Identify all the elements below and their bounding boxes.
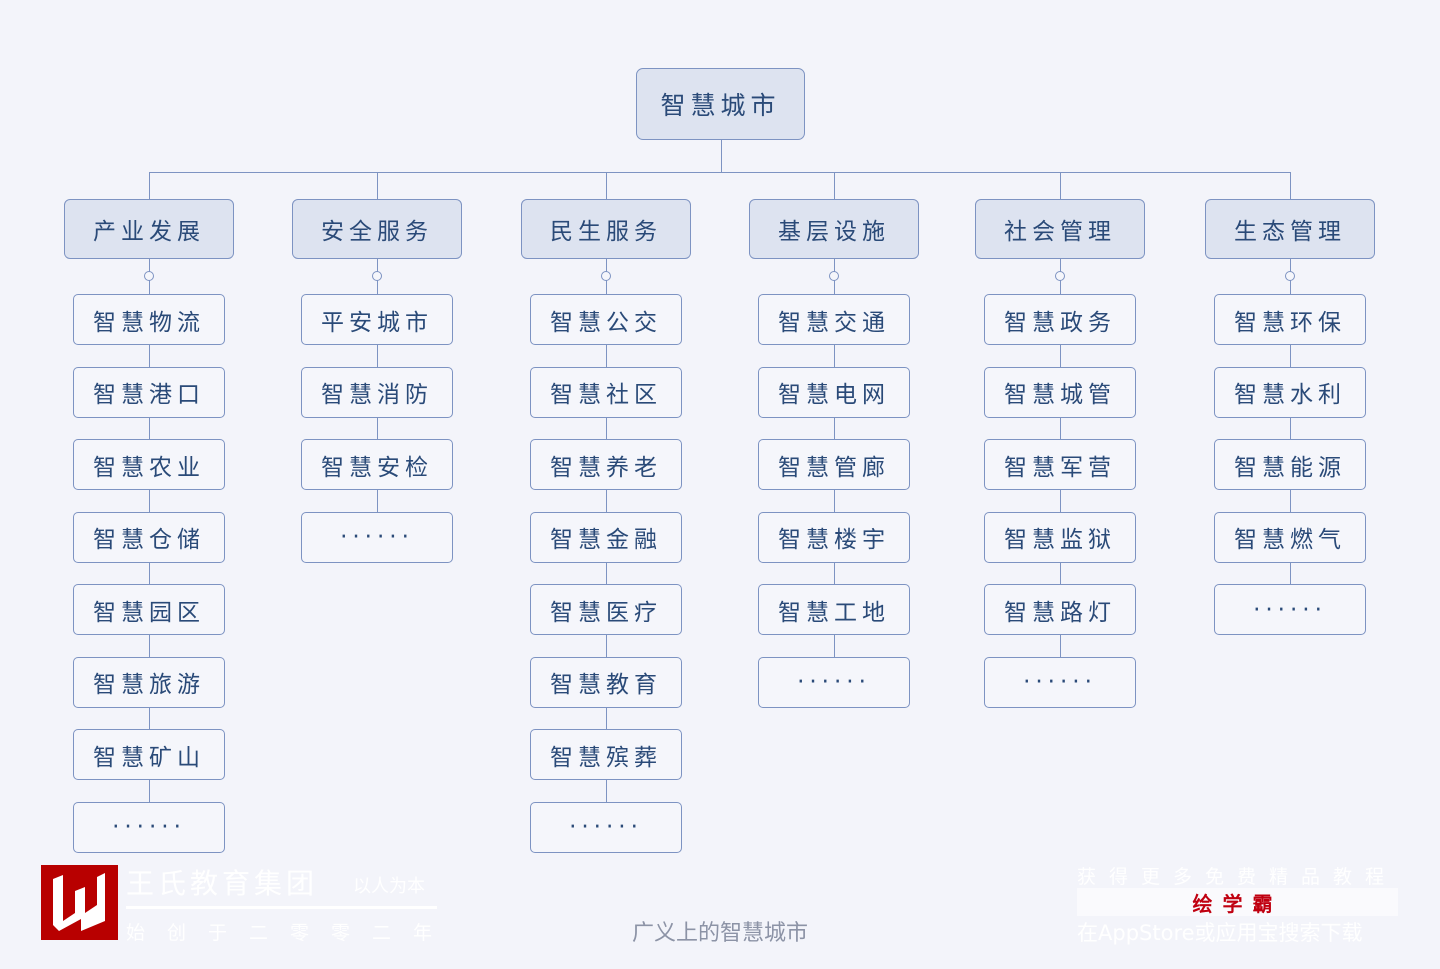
category-node[interactable]: 产业发展 bbox=[64, 199, 234, 259]
diagram-caption: 广义上的智慧城市 bbox=[631, 921, 808, 946]
watermark-founded: 始创于二零零二年 bbox=[126, 922, 455, 944]
category-connector bbox=[149, 172, 150, 199]
junction-dot bbox=[144, 271, 154, 281]
leaf-node[interactable]: 智慧电网 bbox=[758, 366, 910, 418]
ad-tagline: 获得更多免费精品教程 bbox=[1077, 866, 1398, 888]
watermark-divider bbox=[126, 906, 437, 909]
category-connector bbox=[606, 172, 607, 199]
junction-dot bbox=[1055, 271, 1065, 281]
leaf-node[interactable]: 智慧殡葬 bbox=[530, 729, 682, 780]
wang-logo bbox=[41, 865, 118, 940]
leaf-node[interactable]: 智慧矿山 bbox=[73, 729, 225, 780]
leaf-node[interactable]: ······ bbox=[758, 656, 910, 708]
ad-download-text: 在AppStore或应用宝搜索下载 bbox=[1077, 921, 1363, 945]
leaf-node[interactable]: 智慧物流 bbox=[73, 294, 225, 345]
category-connector bbox=[377, 172, 378, 199]
leaf-node[interactable]: 智慧工地 bbox=[758, 584, 910, 635]
category-node[interactable]: 基层设施 bbox=[749, 199, 919, 259]
watermark-slogan: 以人为本 bbox=[353, 876, 425, 897]
junction-dot bbox=[601, 271, 611, 281]
leaf-node[interactable]: 智慧安检 bbox=[301, 439, 453, 490]
item-spine bbox=[1290, 259, 1291, 584]
leaf-node[interactable]: 智慧旅游 bbox=[73, 656, 225, 708]
leaf-node[interactable]: 智慧交通 bbox=[758, 294, 910, 345]
leaf-node[interactable]: 智慧教育 bbox=[530, 656, 682, 708]
leaf-node[interactable]: 智慧医疗 bbox=[530, 584, 682, 635]
leaf-node[interactable]: 智慧公交 bbox=[530, 294, 682, 345]
root-connector bbox=[721, 140, 722, 172]
leaf-node[interactable]: 智慧消防 bbox=[301, 366, 453, 418]
ad-brand: 绘学霸 bbox=[1077, 888, 1398, 916]
leaf-node[interactable]: 智慧金融 bbox=[530, 511, 682, 563]
leaf-node[interactable]: 智慧社区 bbox=[530, 366, 682, 418]
leaf-node[interactable]: 智慧管廊 bbox=[758, 439, 910, 490]
leaf-node[interactable]: 智慧监狱 bbox=[984, 511, 1136, 563]
junction-dot bbox=[372, 271, 382, 281]
leaf-node[interactable]: 智慧燃气 bbox=[1214, 511, 1366, 563]
root-node[interactable]: 智慧城市 bbox=[636, 68, 805, 140]
leaf-node[interactable]: 智慧路灯 bbox=[984, 584, 1136, 635]
leaf-node[interactable]: 智慧农业 bbox=[73, 439, 225, 490]
category-node[interactable]: 社会管理 bbox=[975, 199, 1145, 259]
category-node[interactable]: 民生服务 bbox=[521, 199, 691, 259]
leaf-node[interactable]: ······ bbox=[1214, 584, 1366, 635]
category-connector bbox=[834, 172, 835, 199]
leaf-node[interactable]: ······ bbox=[530, 801, 682, 853]
leaf-node[interactable]: 智慧城管 bbox=[984, 366, 1136, 418]
leaf-node[interactable]: 智慧环保 bbox=[1214, 294, 1366, 345]
leaf-node[interactable]: 智慧仓储 bbox=[73, 511, 225, 563]
watermark-title: 王氏教育集团 bbox=[126, 867, 319, 900]
leaf-node[interactable]: 智慧养老 bbox=[530, 439, 682, 490]
leaf-node[interactable]: ······ bbox=[301, 511, 453, 563]
category-node[interactable]: 生态管理 bbox=[1205, 199, 1375, 259]
leaf-node[interactable]: 智慧水利 bbox=[1214, 366, 1366, 418]
leaf-node[interactable]: ······ bbox=[73, 801, 225, 853]
junction-dot bbox=[829, 271, 839, 281]
category-connector bbox=[1060, 172, 1061, 199]
leaf-node[interactable]: 智慧政务 bbox=[984, 294, 1136, 345]
category-node[interactable]: 安全服务 bbox=[292, 199, 462, 259]
leaf-node[interactable]: 智慧园区 bbox=[73, 584, 225, 635]
junction-dot bbox=[1285, 271, 1295, 281]
leaf-node[interactable]: 智慧楼宇 bbox=[758, 511, 910, 563]
leaf-node[interactable]: 智慧军营 bbox=[984, 439, 1136, 490]
category-bus bbox=[149, 172, 1290, 173]
leaf-node[interactable]: 平安城市 bbox=[301, 294, 453, 345]
leaf-node[interactable]: 智慧能源 bbox=[1214, 439, 1366, 490]
leaf-node[interactable]: 智慧港口 bbox=[73, 366, 225, 418]
leaf-node[interactable]: ······ bbox=[984, 656, 1136, 708]
category-connector bbox=[1290, 172, 1291, 199]
